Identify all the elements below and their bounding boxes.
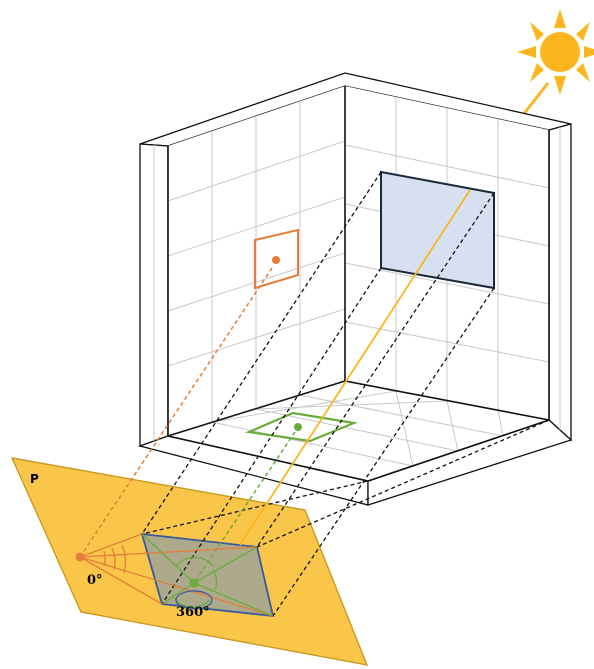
wall-sensor-rays [79, 533, 274, 617]
wall-sensor-origin [75, 552, 85, 562]
window [380, 170, 495, 290]
floor-sensor [245, 411, 359, 443]
wall-sensor-projection [79, 267, 273, 558]
projection-lines [141, 171, 550, 617]
floor-sensor-origin [189, 578, 199, 588]
room [137, 72, 573, 506]
wall-sensor [254, 228, 299, 290]
plane-label: P [30, 472, 39, 486]
sun-icon [517, 9, 594, 116]
floor-sensor-projection [193, 431, 296, 584]
sun-ray [239, 189, 471, 546]
angle-end-label: 360° [176, 605, 210, 620]
floor-sensor-rays [141, 533, 274, 617]
angle-start-label: 0° [87, 573, 103, 588]
floor-sensor-angle-circle [175, 590, 213, 610]
